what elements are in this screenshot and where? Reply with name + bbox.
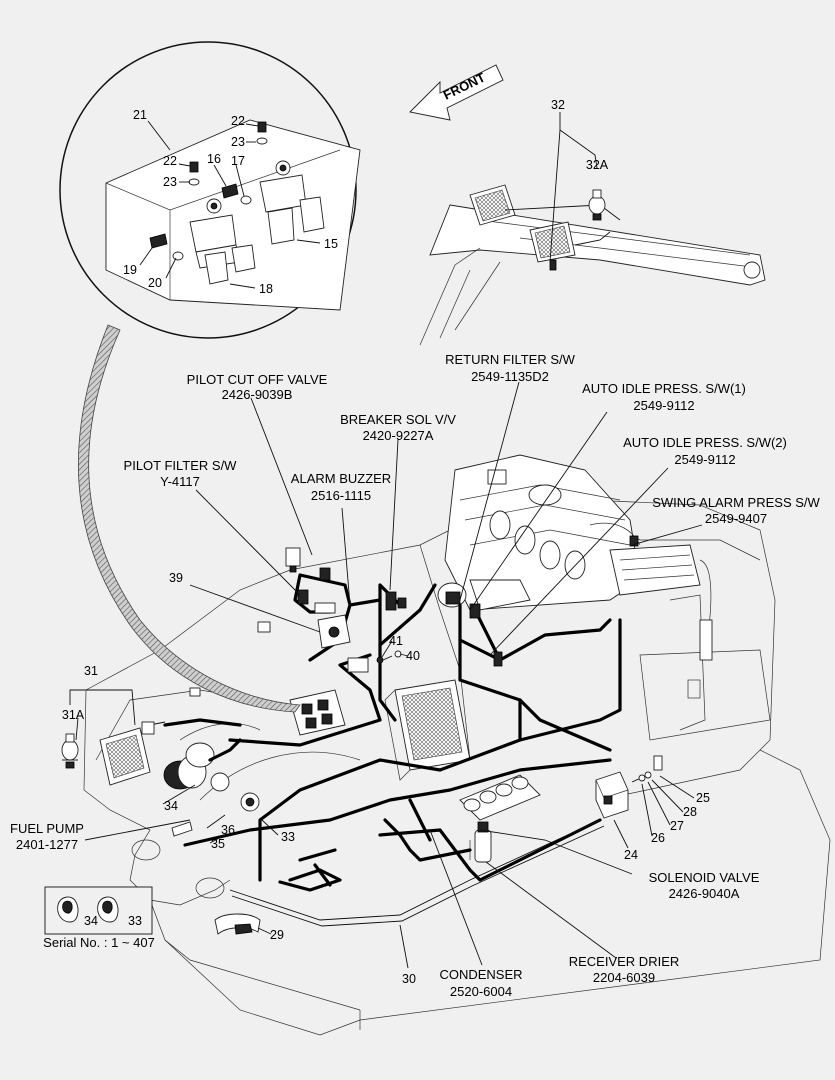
pressure-switches [445, 535, 639, 667]
fuel-pump [163, 742, 260, 837]
callout-32: 32 [551, 98, 565, 112]
callout-16: 16 [207, 152, 221, 166]
auto-idle-press-sw1-code: 2549-9112 [633, 398, 694, 413]
callout-20: 20 [148, 276, 162, 290]
callout-24: 24 [624, 848, 638, 862]
serial-note: Serial No. : 1 ~ 407 [43, 935, 155, 950]
callout-23-upper: 23 [231, 135, 245, 149]
alarm-buzzer-name: ALARM BUZZER [291, 471, 391, 486]
solenoid-valve-block [459, 774, 541, 821]
clamp-29 [214, 913, 261, 935]
breaker-sol-vv-code: 2420-9227A [363, 428, 434, 443]
inset-callout-34: 34 [84, 914, 98, 928]
connector-31-mount [149, 621, 271, 726]
callout-33: 33 [281, 830, 295, 844]
work-lamp-32 [469, 184, 621, 271]
solenoid-valve-code: 2426-9040A [669, 886, 740, 901]
callout-23-lower: 23 [163, 175, 177, 189]
inset-callout-33: 33 [128, 914, 142, 928]
callout-28: 28 [683, 805, 697, 819]
return-filter-sw-name: RETURN FILTER S/W [445, 352, 575, 367]
fuel-pump-name: FUEL PUMP [10, 821, 84, 836]
wire-harness [163, 573, 622, 927]
pilot-cut-off-valve-code: 2426-9039B [222, 387, 293, 402]
callout-31a: 31A [62, 708, 85, 722]
callout-32a: 32A [586, 158, 609, 172]
condenser-name: CONDENSER [439, 967, 522, 982]
callout-15: 15 [324, 237, 338, 251]
relay-box [289, 689, 346, 736]
callout-25: 25 [696, 791, 710, 805]
pilot-filter-sw-code: Y-4117 [160, 474, 200, 489]
breaker-sol-valve-connector [385, 591, 407, 611]
detail-circle [59, 41, 361, 339]
detail-leader-band [77, 324, 301, 713]
callout-21: 21 [133, 108, 147, 122]
callout-36: 36 [221, 823, 235, 837]
callout-41: 41 [389, 634, 403, 648]
engine-block [437, 454, 713, 661]
callout-29: 29 [270, 928, 284, 942]
callout-31: 31 [84, 664, 98, 678]
front-arrow: FRONT [409, 64, 504, 121]
number-callouts: 21 22 23 22 23 16 17 19 20 18 15 32 32A … [62, 98, 710, 986]
auto-idle-press-sw2-name: AUTO IDLE PRESS. S/W(2) [623, 435, 787, 450]
callout-19: 19 [123, 263, 137, 277]
alarm-buzzer [317, 614, 369, 673]
leader-lines [69, 112, 703, 969]
callout-18: 18 [259, 282, 273, 296]
callout-22-upper: 22 [231, 114, 245, 128]
breaker-sol-vv-name: BREAKER SOL V/V [340, 412, 456, 427]
condenser [384, 679, 471, 781]
component-labels: PILOT CUT OFF VALVE 2426-9039B BREAKER S… [10, 352, 820, 999]
receiver-drier-code: 2204-6039 [593, 970, 655, 985]
receiver-drier-name: RECEIVER DRIER [569, 954, 680, 969]
bulb-31a [61, 733, 79, 769]
callout-34: 34 [164, 799, 178, 813]
solenoid-valve-name: SOLENOID VALVE [649, 870, 760, 885]
component-24-box [595, 771, 629, 819]
work-lamp-31 [99, 721, 155, 786]
callout-27: 27 [670, 819, 684, 833]
serial-inset: 34 33 [44, 886, 153, 935]
swing-alarm-press-sw-name: SWING ALARM PRESS S/W [652, 495, 820, 510]
callout-22-lower: 22 [163, 154, 177, 168]
boom [419, 204, 766, 346]
pilot-filter-switch [297, 589, 336, 614]
return-filter-sw-code: 2549-1135D2 [471, 369, 549, 384]
condenser-code: 2520-6004 [450, 984, 512, 999]
pilot-filter-sw-name: PILOT FILTER S/W [124, 458, 238, 473]
swing-alarm-press-sw-code: 2549-9407 [705, 511, 767, 526]
alarm-buzzer-code: 2516-1115 [311, 488, 371, 503]
callout-30: 30 [402, 972, 416, 986]
fasteners-25-28 [631, 755, 663, 783]
bulb-32a [588, 189, 606, 221]
fasteners-40-41 [376, 650, 402, 664]
callout-40: 40 [406, 649, 420, 663]
pilot-cut-off-valve-connector [285, 547, 331, 581]
callout-26: 26 [651, 831, 665, 845]
callout-39: 39 [169, 571, 183, 585]
pilot-cut-off-valve-name: PILOT CUT OFF VALVE [187, 372, 328, 387]
auto-idle-press-sw1-name: AUTO IDLE PRESS. S/W(1) [582, 381, 746, 396]
auto-idle-press-sw2-code: 2549-9112 [674, 452, 735, 467]
callout-35: 35 [211, 837, 225, 851]
receiver-drier [469, 821, 492, 863]
callout-17: 17 [231, 154, 245, 168]
fuel-pump-code: 2401-1277 [16, 837, 78, 852]
